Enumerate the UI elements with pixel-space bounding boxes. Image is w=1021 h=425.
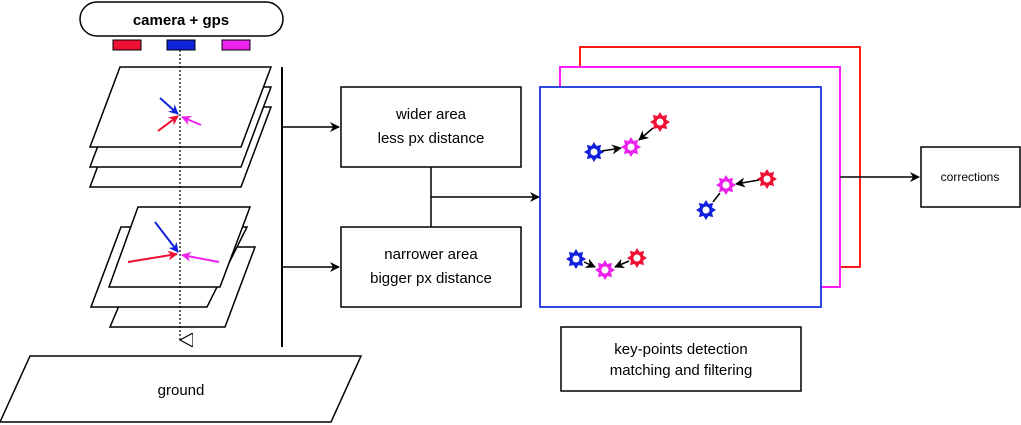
keypoint-blue xyxy=(696,200,716,220)
narrower-area-box: narrower area bigger px distance xyxy=(340,226,522,308)
camera-gps-node: camera + gps xyxy=(79,1,284,37)
wider-area-line2: less px distance xyxy=(378,130,485,147)
wider-area-line1: wider area xyxy=(395,106,467,123)
blue-sensor xyxy=(166,39,196,51)
lower-image-stack xyxy=(89,206,257,328)
ground-label: ground xyxy=(158,382,205,399)
narrower-area-line1: narrower area xyxy=(384,246,478,263)
camera-gps-label: camera + gps xyxy=(133,12,229,29)
keypoint-red xyxy=(650,112,670,132)
frame-blue xyxy=(539,86,822,308)
corrections-box: corrections xyxy=(920,146,1021,208)
ground-node: ground xyxy=(0,355,363,423)
wider-area-box: wider area less px distance xyxy=(340,86,522,168)
keypoint-magenta xyxy=(716,175,736,195)
narrower-area-line2: bigger px distance xyxy=(370,270,492,287)
keypoints-detection-box: key-points detection matching and filter… xyxy=(560,326,802,392)
keypoint-magenta xyxy=(595,260,615,280)
keypoint-group-2 xyxy=(696,169,777,220)
magenta-sensor xyxy=(221,39,251,51)
red-sensor xyxy=(112,39,142,51)
keypoint-blue xyxy=(584,142,604,162)
keypoints-line1: key-points detection xyxy=(614,341,747,358)
keypoint-magenta xyxy=(621,137,641,157)
keypoint-red xyxy=(757,169,777,189)
keypoint-group-3 xyxy=(566,248,647,280)
keypoints-line2: matching and filtering xyxy=(610,362,753,379)
keypoint-group-1 xyxy=(584,112,670,162)
keypoint-red xyxy=(627,248,647,268)
corrections-label: corrections xyxy=(941,170,1000,184)
keypoint-blue xyxy=(566,249,586,269)
